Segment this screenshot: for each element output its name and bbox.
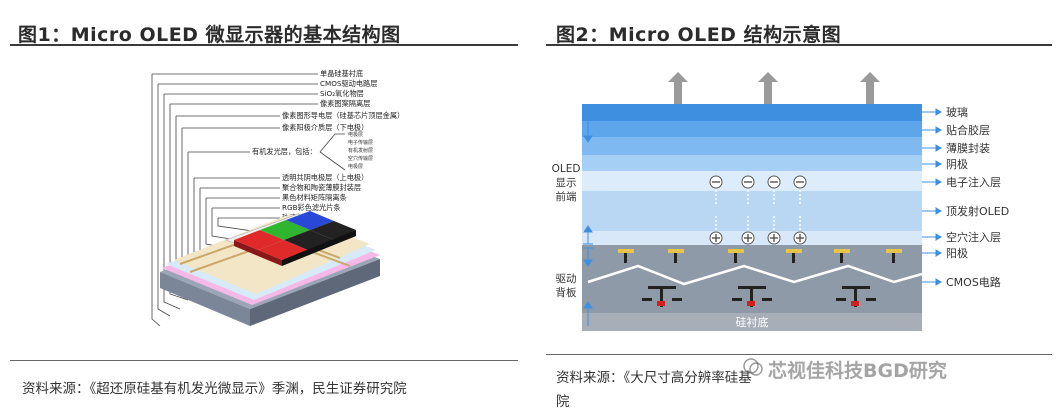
svg-text:显示: 显示	[556, 177, 577, 189]
figure2-diagram: 硅衬底	[552, 72, 1009, 331]
figure1-title-rule	[10, 44, 518, 46]
fig1-label-cmos: CMOS驱动电路层	[320, 79, 377, 88]
figure2-source-rule	[546, 354, 1052, 355]
fig2-layer-substrate	[582, 313, 922, 331]
fig2-layer-oled	[582, 191, 922, 231]
figure1-title: 图1：Micro OLED 微显示器的基本结构图	[18, 24, 401, 46]
fig2-layer-labels: 玻璃 贴合胶层 薄膜封装 阴极 电子注入层 顶发射OLED 空穴注入层 阳极 C…	[946, 105, 1009, 289]
fig2-cmos-circuit	[587, 249, 923, 307]
wechat-icon	[743, 358, 763, 376]
fig2-label-eil: 电子注入层	[946, 175, 1001, 189]
fig2-label-tfe: 薄膜封装	[946, 141, 990, 155]
fig2-substrate-label: 硅衬底	[736, 315, 769, 329]
fig2-layer-tfe	[582, 137, 922, 155]
fig2-side-brackets	[583, 107, 593, 326]
fig2-layer-glass	[582, 104, 922, 121]
fig2-light-arrows	[668, 72, 880, 104]
fig1-label-cathode: 透明共阴电极层（上电极）	[282, 173, 368, 182]
svg-text:背板: 背板	[556, 286, 577, 299]
figure1-diagram: 单晶硅基衬底 CMOS驱动电路层 SiO₂氧化物层 像素图案隔离层 像素图形导电…	[151, 69, 404, 327]
fig1-label-isolation: 像素图案隔离层	[320, 99, 370, 108]
svg-text:OLED: OLED	[552, 163, 581, 175]
fig2-label-cmos: CMOS电路	[946, 276, 1001, 289]
fig2-label-cathode: 阴极	[946, 157, 968, 171]
fig1-sublabel-4: 空穴传输层	[348, 155, 373, 162]
fig2-label-glass: 玻璃	[946, 105, 968, 119]
svg-text:前端: 前端	[556, 190, 577, 203]
fig1-sublabel-2: 电子传输层	[348, 139, 373, 146]
fig1-sublabel-1: 电极层	[348, 131, 363, 138]
fig1-label-rgb: RGB彩色滤光片条	[282, 203, 341, 212]
fig1-layer-stack	[160, 211, 380, 326]
figure1-source: 资料来源：《超还原硅基有机发光微显示》季渊，民生证券研究院	[22, 381, 407, 397]
figure2-source-line2: 院	[556, 394, 570, 410]
fig2-layer-adhesive	[582, 121, 922, 137]
fig2-pointer-arrows	[922, 108, 942, 286]
fig1-label-encap: 聚合物和陶瓷薄膜封装层	[282, 183, 361, 192]
fig2-label-adhesive: 贴合胶层	[946, 123, 990, 137]
fig1-label-black-matrix: 黑色材料矩阵隔离条	[282, 193, 347, 202]
watermark: 芯视佳科技BGD研究	[768, 360, 947, 382]
figure2-title-rule	[546, 44, 1052, 46]
fig2-charges	[709, 175, 807, 245]
fig1-label-sio2: SiO₂氧化物层	[320, 89, 364, 98]
fig1-label-organic: 有机发光层，包括：	[252, 147, 317, 156]
fig2-label-oled: 顶发射OLED	[946, 204, 1009, 218]
figure1-source-rule	[10, 360, 518, 361]
figure2-source-line1: 资料来源：《大尺寸高分辨率硅基	[556, 370, 752, 386]
figure2-title: 图2：Micro OLED 结构示意图	[556, 24, 842, 46]
fig2-label-anode: 阳极	[946, 246, 968, 260]
fig1-sublabel-5: 电极层	[348, 163, 363, 170]
fig1-label-substrate: 单晶硅基衬底	[320, 69, 363, 78]
fig1-label-conductive: 像素图形导电层（硅基芯片顶层金属）	[282, 111, 404, 120]
fig1-sublabel-3: 有机发射层	[348, 147, 373, 154]
fig2-label-hil: 空穴注入层	[946, 230, 1001, 244]
fig2-layer-cathode	[582, 155, 922, 171]
svg-text:驱动: 驱动	[556, 273, 577, 285]
fig1-label-anode: 像素阳极介质层（下电极）	[282, 123, 368, 132]
